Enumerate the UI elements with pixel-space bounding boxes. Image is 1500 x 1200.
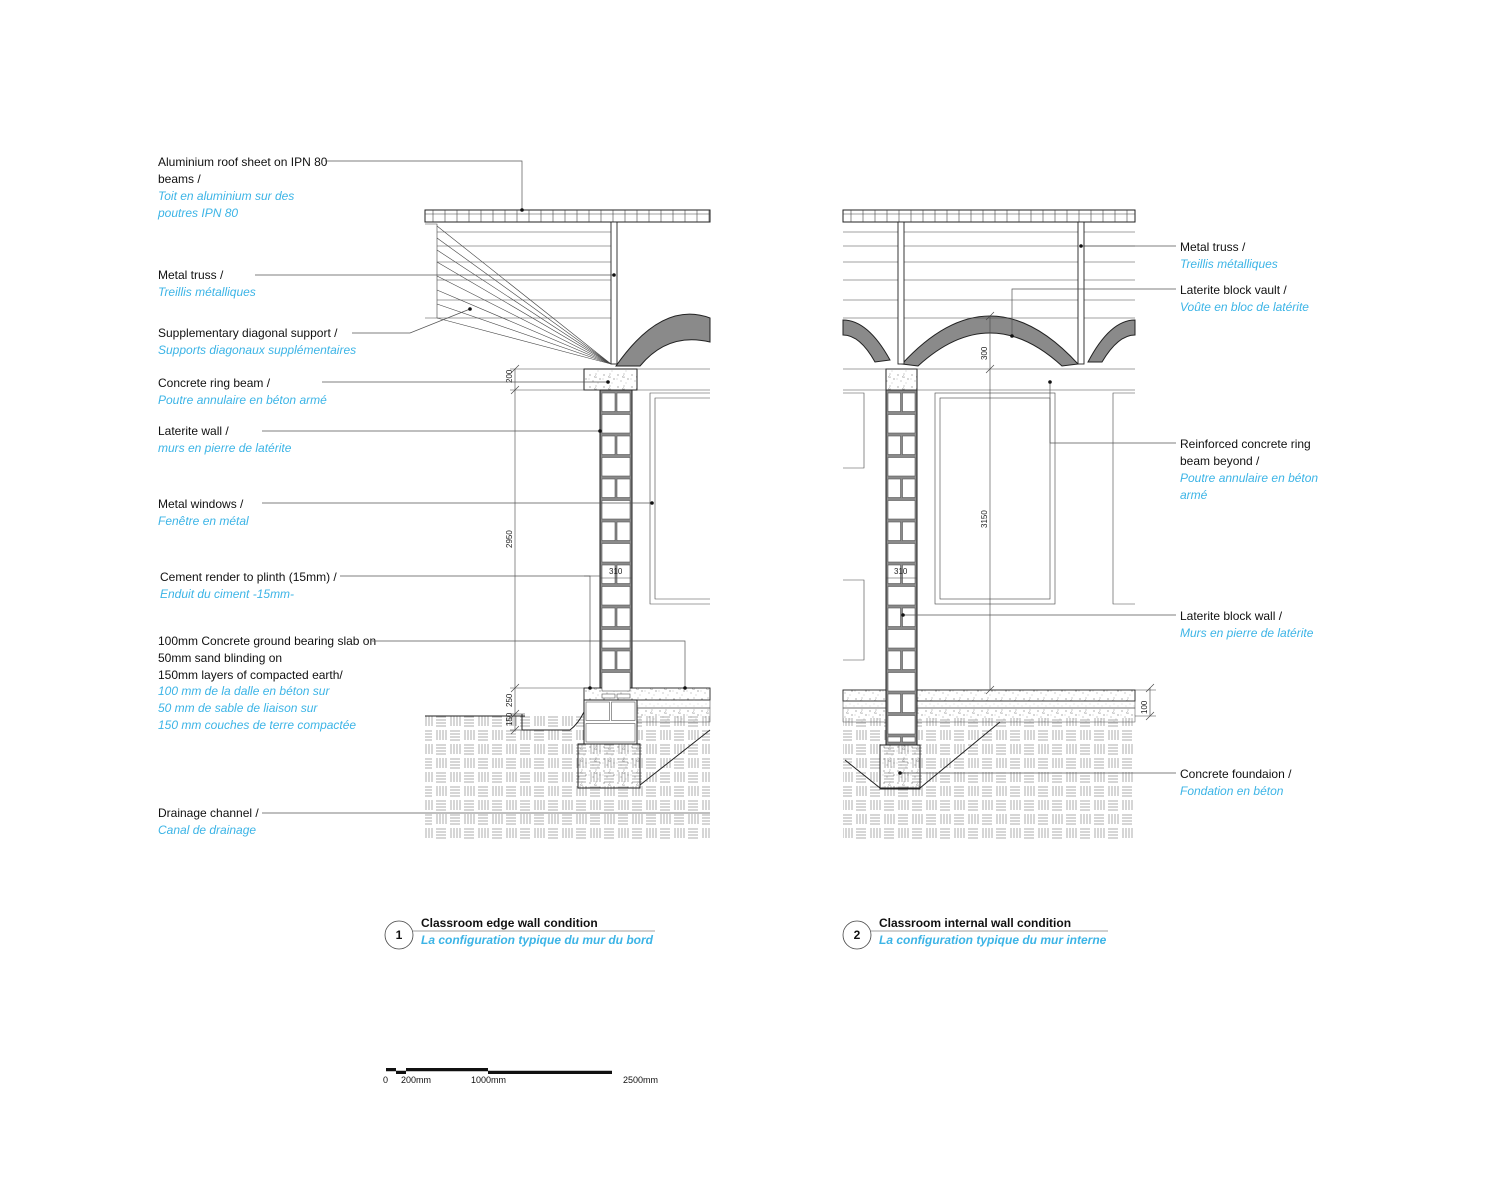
section-2-labels: Metal truss / Treillis métalliques Later…: [898, 240, 1318, 798]
ring-beam-2: [885, 368, 918, 391]
label-windows-fr: Fenêtre en métal: [158, 514, 249, 528]
label-ring-beam: Concrete ring beam /: [158, 376, 271, 390]
sand-blinding: [636, 699, 711, 709]
section-number-1: 1: [396, 928, 403, 942]
section-number-circle-1: [384, 920, 414, 950]
label-truss-2-fr: Treillis métalliques: [1180, 257, 1278, 271]
label-windows: Metal windows /: [158, 497, 244, 511]
label-diagonal-fr: Supports diagonaux supplémentaires: [158, 343, 356, 357]
label-truss-2: Metal truss /: [1180, 240, 1246, 254]
dim-plinth-1: 250: [505, 693, 514, 707]
dim-vault-2: 300: [980, 346, 989, 360]
label-vault-2: Laterite block vault /: [1180, 283, 1287, 297]
foundation: [577, 743, 641, 789]
label-truss: Metal truss /: [158, 268, 224, 282]
dim-ring-beam-1: 200: [505, 369, 514, 383]
scale-label-0: 0: [383, 1075, 388, 1085]
label-foundation-2: Concrete foundaion /: [1180, 767, 1292, 781]
ring-beam: [583, 368, 638, 391]
roof-sheet: [424, 209, 711, 223]
ground-hatch: [425, 716, 710, 841]
scale-label-2500: 2500mm: [623, 1075, 658, 1085]
dim-wall-height-2: 3150: [980, 510, 989, 528]
scale-bar: 0 200mm 1000mm 2500mm: [383, 1068, 658, 1085]
scale-label-200: 200mm: [401, 1075, 431, 1085]
label-render-fr: Enduit du ciment -15mm-: [160, 587, 294, 601]
scale-label-1000: 1000mm: [471, 1075, 506, 1085]
label-foundation-2-fr: Fondation en béton: [1180, 784, 1284, 798]
label-diagonal: Supplementary diagonal support /: [158, 326, 338, 340]
compacted-earth: [636, 707, 711, 723]
dim-wall-height-1: 2950: [505, 530, 514, 548]
label-ring-beam-fr: Poutre annulaire en béton armé: [158, 393, 327, 407]
label-drainage-fr: Canal de drainage: [158, 823, 256, 837]
foundation-2: [879, 744, 921, 790]
window-beyond-2: [934, 392, 1056, 605]
label-block-wall-2-fr: Murs en pierre de latérite: [1180, 626, 1314, 640]
vault-right: [1087, 319, 1136, 363]
label-laterite-wall-fr: murs en pierre de latérite: [158, 441, 292, 455]
section-2-internal-wall: 300 3150 100 310: [842, 209, 1156, 841]
label-drainage: Drainage channel /: [158, 806, 259, 820]
dim-wall-width-2: 310: [894, 567, 908, 576]
title-block-1: 1 Classroom edge wall condition La confi…: [384, 916, 655, 950]
dim-wall-width-1: 310: [609, 567, 623, 576]
section-1-edge-wall: 200 2950 250 150 310: [424, 209, 711, 841]
vault-left: [842, 319, 891, 363]
label-vault-2-fr: Voûte en bloc de latérite: [1180, 300, 1309, 314]
dim-slab-2: 100: [1140, 700, 1149, 714]
drainage-channel: [521, 711, 585, 731]
vault: [615, 313, 711, 367]
title-block-2: 2 Classroom internal wall condition La c…: [842, 916, 1108, 950]
label-laterite-wall: Laterite wall /: [158, 424, 229, 438]
section-title-2: Classroom internal wall condition: [879, 916, 1071, 930]
metal-window: [649, 392, 710, 605]
label-block-wall-2: Laterite block wall /: [1180, 609, 1283, 623]
roof-sheet-2: [842, 209, 1136, 223]
label-render: Cement render to plinth (15mm) /: [160, 570, 337, 584]
section-title-2-fr: La configuration typique du mur interne: [879, 933, 1107, 947]
label-truss-fr: Treillis métalliques: [158, 285, 256, 299]
dim-channel-1: 150: [505, 712, 514, 726]
section-title-1: Classroom edge wall condition: [421, 916, 598, 930]
section-number-circle-2: [842, 920, 872, 950]
section-title-1-fr: La configuration typique du mur du bord: [421, 933, 654, 947]
section-number-2: 2: [854, 928, 861, 942]
